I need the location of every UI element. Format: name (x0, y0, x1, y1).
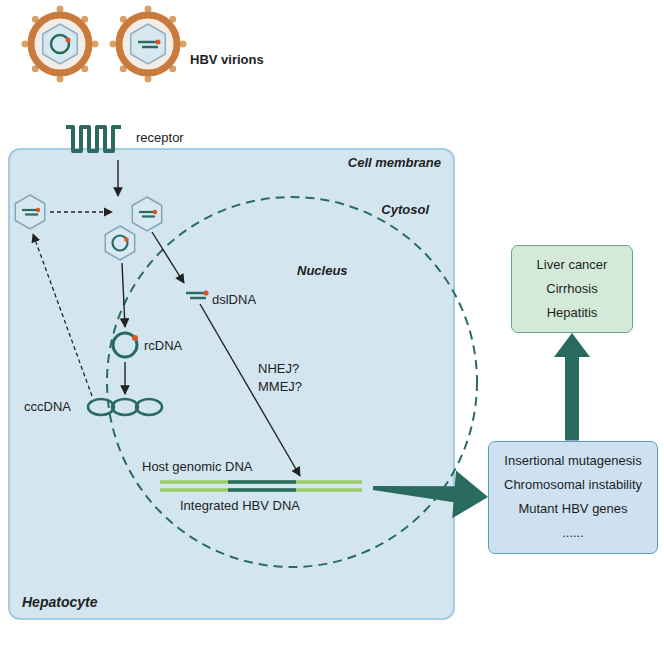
dna-form-label: rcDNA (144, 338, 182, 353)
receptor-symbol (66, 127, 121, 151)
rcdna-symbol (113, 333, 137, 357)
text-holder: Hepatocyte (22, 594, 97, 610)
thick-arrow (373, 470, 488, 518)
dna-label: Host genomic DNA (142, 459, 253, 474)
cccdna-symbol (88, 399, 162, 415)
recycle-arrow (50, 211, 112, 212)
region-label: Cytosol (381, 202, 429, 217)
node-text: Chromosomal instability (504, 473, 642, 497)
outcome-box: Liver cancerCirrhosisHepatitis (511, 245, 633, 333)
receptor-label: receptor (136, 130, 184, 145)
dna-form-label: dslDNA (212, 292, 256, 307)
label-holder: Integrated HBV DNA (180, 498, 300, 513)
node-text: Hepatitis (547, 301, 598, 325)
flow-arrow (122, 263, 125, 327)
entry-arrow (117, 160, 118, 196)
label-holder: dslDNA (212, 292, 256, 307)
dna-form-label: cccDNA (24, 399, 71, 414)
flow-arrow (124, 362, 125, 394)
region-label: Hepatocyte (22, 594, 97, 610)
label-holder: HBV virions (190, 52, 264, 67)
label-holder: receptor (136, 130, 184, 145)
repair-label: NHEJ? MMEJ? (258, 360, 306, 396)
recycle-arrow (33, 234, 92, 396)
capsid (15, 195, 44, 229)
label-holder: cccDNA (24, 399, 71, 414)
virion (22, 6, 99, 83)
dsldna-symbol (186, 290, 209, 298)
node-text: Mutant HBV genes (518, 497, 627, 521)
capsid (132, 197, 161, 231)
region-label: Cell membrane (348, 155, 441, 170)
virion-label: HBV virions (190, 52, 264, 67)
text-holder: Nucleus (297, 263, 348, 278)
node-text: Cirrhosis (546, 277, 597, 301)
thick-arrow (554, 333, 590, 441)
node-text: Liver cancer (537, 253, 608, 277)
region-label: Nucleus (297, 263, 348, 278)
text-holder: Cytosol (381, 202, 429, 217)
flow-arrow (152, 232, 184, 283)
label-holder: rcDNA (144, 338, 182, 353)
dna-label: Integrated HBV DNA (180, 498, 300, 513)
node-text: Insertional mutagenesis (504, 449, 641, 473)
virion (110, 6, 187, 83)
cell-region: Nucleus Cell membraneCytosolHepatocyte (8, 148, 455, 620)
node-text: ...... (562, 521, 584, 545)
label-holder: Host genomic DNA (142, 459, 253, 474)
host-dna-symbol (160, 482, 362, 490)
capsid (105, 226, 134, 260)
mechanism-box: Insertional mutagenesisChromosomal insta… (488, 441, 658, 554)
label-holder: NHEJ? MMEJ? (258, 360, 306, 396)
text-holder: Cell membrane (348, 155, 441, 170)
